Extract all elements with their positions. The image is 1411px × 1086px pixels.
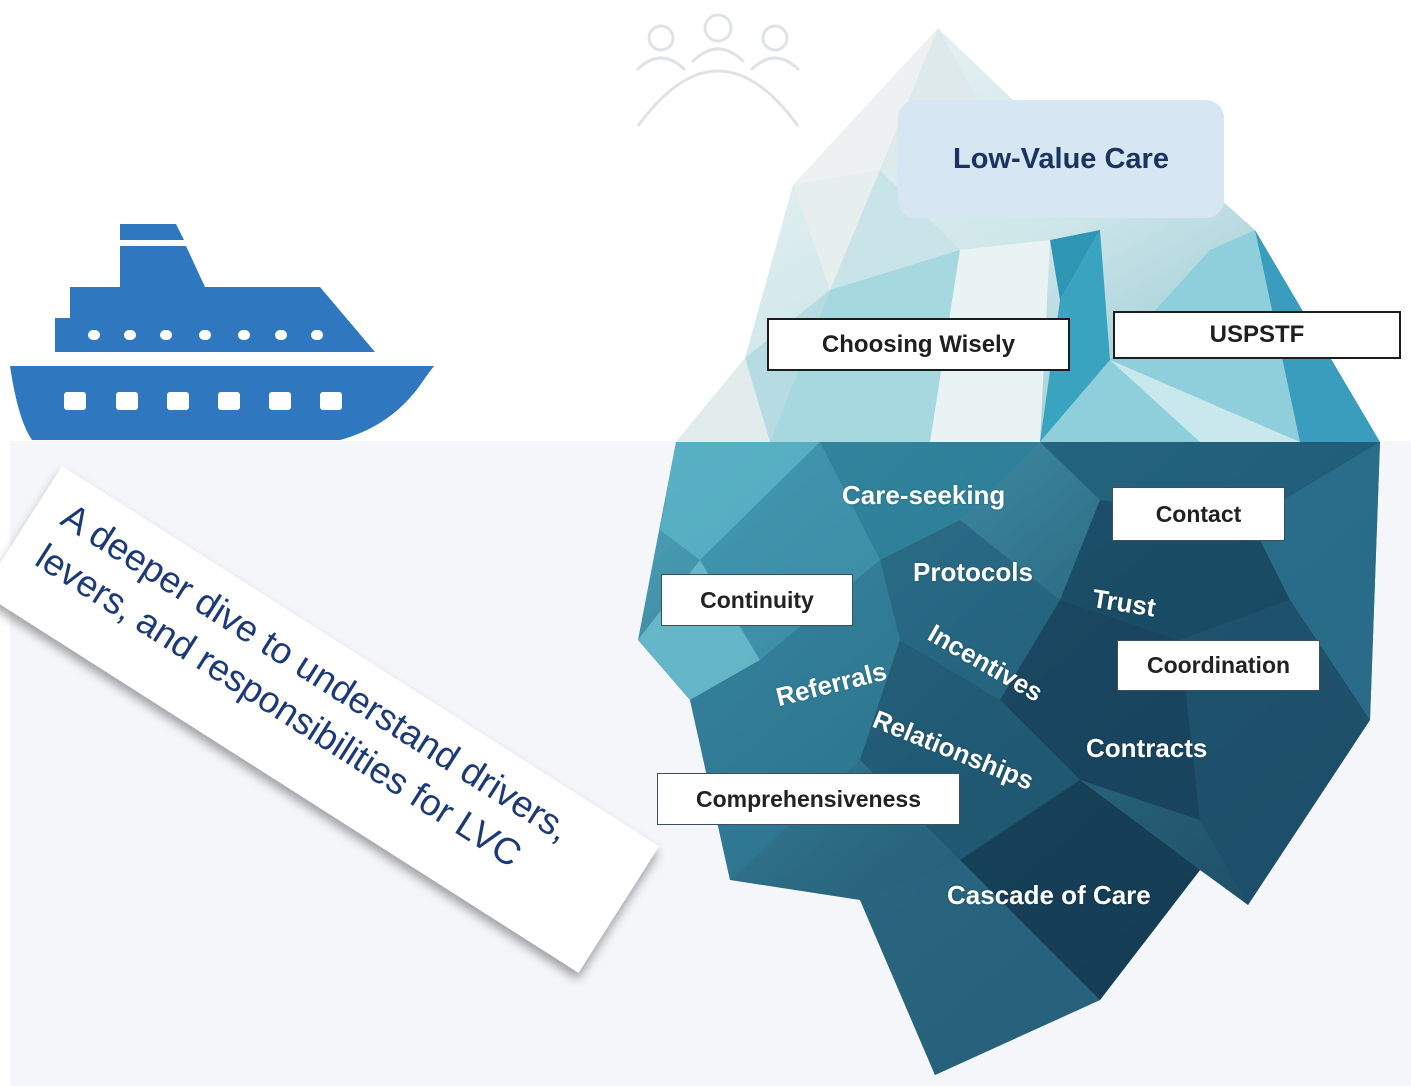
iceberg-facet	[660, 442, 820, 560]
iceberg-facet	[960, 780, 1200, 1000]
protocols-label: Protocols	[913, 557, 1033, 587]
iceberg-facet	[1050, 230, 1100, 300]
contact-label: Contact	[1112, 487, 1285, 541]
ship-icon	[10, 224, 434, 440]
iceberg-facet	[793, 28, 938, 185]
cascade-of-care-label: Cascade of Care	[947, 880, 1151, 910]
uspstf-label: USPSTF	[1113, 311, 1401, 359]
iceberg-facet	[860, 860, 1100, 1075]
title-text: Low-Value Care	[953, 142, 1169, 175]
iceberg-facet	[820, 442, 1040, 560]
coordination-label: Coordination	[1117, 640, 1320, 691]
people-group-icon	[635, 13, 801, 127]
comprehensiveness-label: Comprehensiveness	[657, 773, 960, 825]
title-box: Low-Value Care	[898, 100, 1224, 218]
choosing-wisely-label: Choosing Wisely	[767, 318, 1070, 371]
iceberg-facet	[793, 170, 880, 290]
continuity-label: Continuity	[661, 574, 853, 626]
iceberg-facet	[638, 560, 760, 700]
iceberg-illustration	[638, 28, 1380, 1075]
care-seeking-label: Care-seeking	[842, 480, 1006, 510]
contracts-label: Contracts	[1086, 733, 1208, 763]
iceberg-facet	[676, 358, 770, 442]
iceberg-facet	[1040, 230, 1110, 442]
iceberg-facet	[1110, 360, 1300, 442]
